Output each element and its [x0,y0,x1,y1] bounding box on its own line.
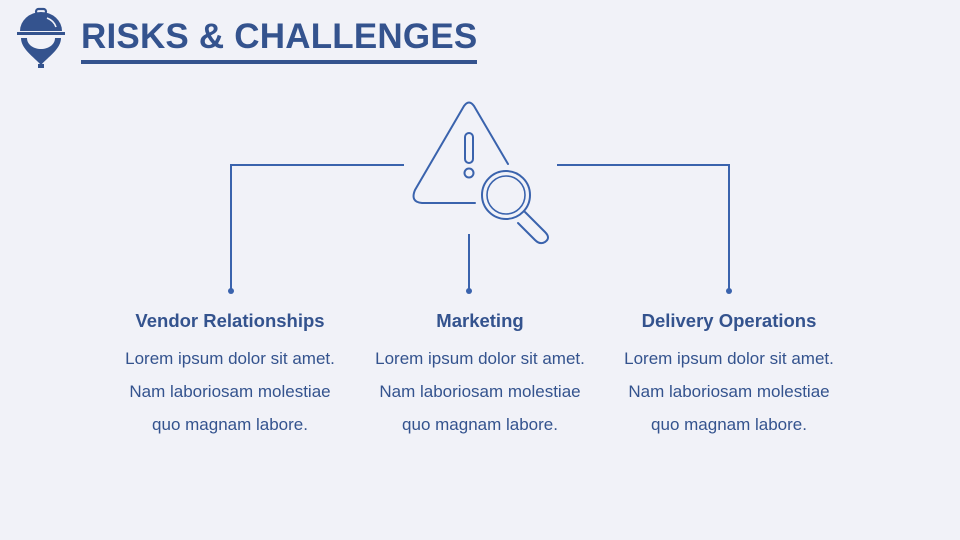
column-body: Lorem ipsum dolor sit amet. Nam laborios… [100,342,360,441]
warning-triangle-magnifier-icon [412,101,549,245]
column-body: Lorem ipsum dolor sit amet. Nam laborios… [599,342,859,441]
body-line: quo magnam labore. [402,415,558,434]
body-line: quo magnam labore. [152,415,308,434]
connector-line-left [230,164,404,290]
body-line: Nam laboriosam molestiae [379,382,581,401]
page-title: RISKS & CHALLENGES [81,14,478,64]
body-line: quo magnam labore. [651,415,807,434]
body-line: Nam laboriosam molestiae [628,382,830,401]
connector-line-right [557,164,730,290]
column-vendor-relationships: Vendor Relationships Lorem ipsum dolor s… [100,308,360,441]
column-heading: Delivery Operations [641,310,817,331]
body-line: Lorem ipsum dolor sit amet. [624,349,834,368]
body-line: Nam laboriosam molestiae [129,382,331,401]
body-line: Lorem ipsum dolor sit amet. [125,349,335,368]
column-body: Lorem ipsum dolor sit amet. Nam laborios… [350,342,610,441]
body-line: Lorem ipsum dolor sit amet. [375,349,585,368]
connector-dot-center [466,288,472,294]
column-heading: Vendor Relationships [135,310,325,331]
connector-dot-right [726,288,732,294]
connector-dot-left [228,288,234,294]
column-heading: Marketing [436,310,524,331]
column-marketing: Marketing Lorem ipsum dolor sit amet. Na… [350,308,610,441]
cloche-pin-icon [17,7,65,68]
column-delivery-operations: Delivery Operations Lorem ipsum dolor si… [599,308,859,441]
